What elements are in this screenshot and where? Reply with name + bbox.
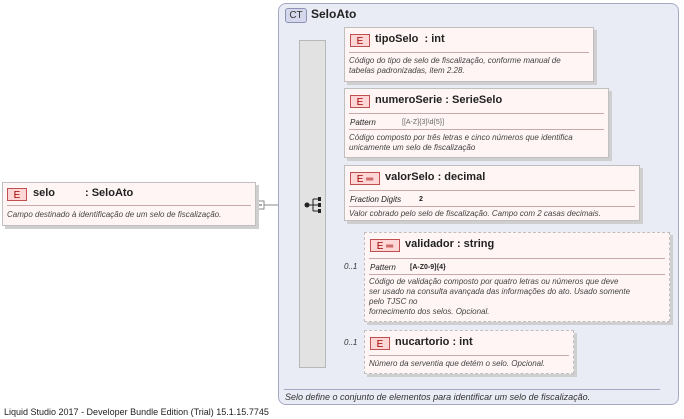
element-type: : SeloAto: [85, 187, 134, 199]
element-badge-icon: E: [350, 95, 370, 108]
facet-label: Pattern: [350, 118, 376, 127]
element-separator: [349, 52, 589, 53]
facet-value: [A-Z0-9]{4}: [410, 264, 446, 271]
element-separator: [369, 355, 569, 356]
element-doc: Código do tipo de selo de fiscalização, …: [349, 56, 561, 75]
sequence-icon: [304, 197, 321, 213]
complex-type-badge: CT: [285, 8, 307, 23]
element-doc: Código composto por três letras e cinco …: [349, 133, 573, 152]
element-name: valorSelo : decimal: [385, 171, 486, 183]
element-validador[interactable]: E ═ validador : string Pattern [A-Z0-9]{…: [364, 232, 670, 322]
facet-value: [[A-Z]{3}\d{5}]: [402, 119, 445, 126]
element-name: validador : string: [405, 238, 495, 250]
element-nucartorio[interactable]: E nucartorio : int Número da serventia q…: [364, 330, 574, 374]
element-doc: Valor cobrado pelo selo de fiscalização.…: [349, 209, 601, 218]
footer-text: Liquid Studio 2017 - Developer Bundle Ed…: [4, 407, 269, 417]
complex-type-title: SeloAto: [311, 7, 357, 21]
element-separator: [369, 258, 665, 259]
element-name: numeroSerie : SerieSelo: [375, 94, 503, 106]
element-doc: Código de validação composto por quatro …: [369, 277, 631, 316]
facet-value: 2: [419, 196, 423, 203]
element-separator: [349, 129, 604, 130]
element-separator: [7, 205, 251, 206]
element-name: tipoSelo : int: [375, 33, 445, 45]
element-valorselo[interactable]: E ═ valorSelo : decimal Fraction Digits …: [344, 165, 640, 221]
element-doc: Número da serventia que detém o selo. Op…: [369, 359, 546, 368]
occurrence-label: 0..1: [344, 262, 358, 271]
facet-label: Pattern: [370, 263, 396, 272]
element-badge-icon: E: [370, 337, 390, 350]
element-separator: [349, 190, 635, 191]
element-name: selo: [33, 187, 56, 199]
element-separator: [369, 274, 665, 275]
element-numeroserie[interactable]: E numeroSerie : SerieSelo Pattern [[A-Z]…: [344, 88, 609, 158]
element-badge-icon: E: [7, 188, 27, 201]
element-badge-icon: E: [350, 34, 370, 47]
element-separator: [349, 113, 604, 114]
occurrence-label: 0..1: [344, 338, 358, 347]
complex-type-separator: [284, 389, 660, 390]
facet-label: Fraction Digits: [350, 195, 402, 204]
complex-type-doc: Selo define o conjunto de elementos para…: [285, 392, 591, 402]
element-separator: [349, 206, 635, 207]
element-name: nucartorio : int: [395, 336, 473, 348]
element-badge-icon: E ═: [350, 172, 380, 185]
element-selo[interactable]: E selo : SeloAto Campo destinado à ident…: [2, 182, 256, 226]
element-doc: Campo destinado à identificação de um se…: [7, 210, 222, 219]
element-tiposelo[interactable]: E tipoSelo : int Código do tipo de selo …: [344, 27, 594, 82]
element-badge-icon: E ═: [370, 239, 400, 252]
